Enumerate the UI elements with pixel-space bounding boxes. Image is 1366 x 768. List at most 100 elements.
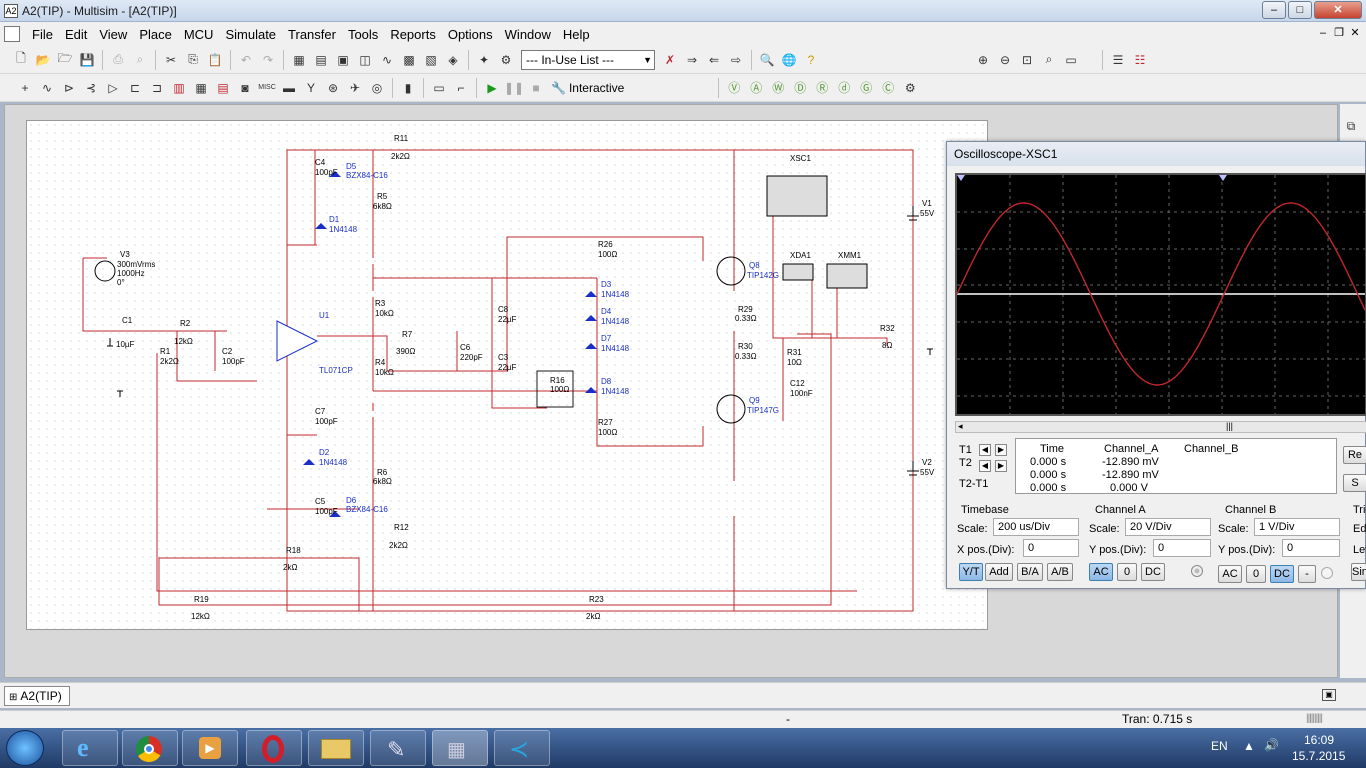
probe-current-icon[interactable]: Ⓐ bbox=[750, 81, 763, 95]
menu-file[interactable]: File bbox=[32, 26, 53, 42]
source-icon[interactable]: + bbox=[21, 80, 29, 95]
add-button[interactable]: Add bbox=[985, 563, 1013, 581]
indicator-icon[interactable]: ◙ bbox=[241, 80, 249, 95]
menu-mcu[interactable]: MCU bbox=[183, 26, 214, 42]
scroll-left-icon[interactable]: ◂ bbox=[958, 421, 963, 431]
menu-reports[interactable]: Reports bbox=[390, 26, 436, 42]
misc-icon[interactable]: MISC bbox=[258, 84, 276, 91]
menu-options[interactable]: Options bbox=[447, 26, 493, 42]
probe-settings-icon[interactable]: ⚙ bbox=[904, 80, 916, 95]
chrome-icon[interactable] bbox=[122, 730, 178, 766]
channel-b-dc-button[interactable]: DC bbox=[1270, 565, 1294, 583]
cursor-t1-marker[interactable] bbox=[957, 175, 965, 181]
probe-dc-icon[interactable]: Ⓒ bbox=[882, 81, 895, 95]
clock-date[interactable]: 15.7.2015 bbox=[1292, 749, 1346, 763]
time-scrollbar[interactable]: ◂ ||| bbox=[955, 421, 1366, 433]
channel-b-zero-button[interactable]: 0 bbox=[1246, 565, 1266, 583]
channel-a-scale-field[interactable]: 20 V/Div bbox=[1125, 518, 1211, 536]
menu-view[interactable]: View bbox=[99, 26, 128, 42]
database-icon[interactable]: ▣ bbox=[337, 52, 349, 67]
scroll-thumb-icon[interactable]: ||| bbox=[1226, 421, 1234, 431]
print-icon[interactable]: ⎙ bbox=[113, 52, 123, 66]
description-box-icon[interactable]: ▧ bbox=[425, 52, 437, 67]
language-indicator[interactable]: EN bbox=[1211, 739, 1228, 753]
scope-screen[interactable] bbox=[955, 173, 1366, 416]
multisim-taskbar-icon[interactable]: ▦ bbox=[432, 730, 488, 766]
schematic-sheet[interactable]: R11 2k2Ω C4 100pF D5 BZX84-C16 R5 6k8Ω D… bbox=[26, 120, 988, 630]
erc-icon[interactable]: ✗ bbox=[664, 52, 676, 67]
menu-window[interactable]: Window bbox=[504, 26, 551, 42]
channel-b-invert-button[interactable]: - bbox=[1298, 565, 1316, 583]
probe-diff-icon[interactable]: Ⓓ bbox=[794, 81, 807, 95]
copy-icon[interactable]: ⎘ bbox=[188, 52, 198, 66]
misc-digital-icon[interactable]: ▦ bbox=[195, 80, 207, 95]
education-web-icon[interactable]: 🌐 bbox=[781, 52, 797, 67]
ttl-icon[interactable]: ⊏ bbox=[129, 80, 141, 95]
explorer-icon[interactable] bbox=[308, 730, 364, 766]
breadboard-icon[interactable]: ▩ bbox=[403, 52, 415, 67]
design-toolbox-icon[interactable]: ▦ bbox=[293, 52, 305, 67]
channel-a-ac-button[interactable]: AC bbox=[1089, 563, 1113, 581]
channel-a-dc-button[interactable]: DC bbox=[1141, 563, 1165, 581]
basic-icon[interactable]: ∿ bbox=[41, 80, 53, 95]
transistor-icon[interactable]: ⊰ bbox=[85, 80, 97, 95]
channel-b-radio[interactable] bbox=[1321, 567, 1333, 579]
trigger-single-button[interactable]: Sin bbox=[1351, 563, 1366, 581]
channel-a-ypos-field[interactable]: 0 bbox=[1153, 539, 1211, 557]
probe-voltage-icon[interactable]: Ⓥ bbox=[728, 81, 741, 95]
mdi-close-button[interactable]: ✕ bbox=[1350, 27, 1360, 39]
diode-icon[interactable]: ⊳ bbox=[63, 80, 75, 95]
tray-up-arrow-icon[interactable]: ▲ bbox=[1243, 739, 1255, 753]
print-preview-icon[interactable]: ⌕ bbox=[136, 52, 144, 66]
start-button[interactable] bbox=[6, 730, 44, 766]
close-button[interactable]: ✕ bbox=[1314, 1, 1362, 19]
notes-icon[interactable]: ✎ bbox=[370, 730, 426, 766]
open-folder-icon[interactable]: 🗁 bbox=[57, 51, 73, 65]
paste-icon[interactable]: 📋 bbox=[207, 52, 223, 67]
ba-button[interactable]: B/A bbox=[1017, 563, 1043, 581]
menu-simulate[interactable]: Simulate bbox=[225, 26, 277, 42]
transfer-icon[interactable]: ⇨ bbox=[730, 52, 742, 67]
cursor-t2-marker[interactable] bbox=[1219, 175, 1227, 181]
app-icon-blue[interactable]: ≺ bbox=[494, 730, 550, 766]
save-button[interactable]: S bbox=[1343, 474, 1366, 492]
ab-button[interactable]: A/B bbox=[1047, 563, 1073, 581]
postprocessor-icon[interactable]: ∿ bbox=[381, 52, 393, 67]
hierarchical-block-icon[interactable]: ▭ bbox=[433, 80, 445, 95]
connectors-icon[interactable]: ◎ bbox=[371, 80, 383, 95]
new-icon[interactable]: 🗋 bbox=[16, 51, 26, 65]
probe-digital-icon[interactable]: ⓓ bbox=[838, 81, 851, 95]
schematic-diagram[interactable]: R11 2k2Ω C4 100pF D5 BZX84-C16 R5 6k8Ω D… bbox=[27, 121, 989, 631]
channel-b-ac-button[interactable]: AC bbox=[1218, 565, 1242, 583]
channel-b-scale-field[interactable]: 1 V/Div bbox=[1254, 518, 1340, 536]
menu-edit[interactable]: Edit bbox=[64, 26, 88, 42]
t2-left-arrow-icon[interactable]: ◀ bbox=[979, 460, 991, 472]
electromechanical-icon[interactable]: ⊛ bbox=[327, 80, 339, 95]
3d-view-icon[interactable]: ◈ bbox=[448, 52, 458, 67]
advanced-peripherals-icon[interactable]: ▬ bbox=[283, 80, 295, 95]
forward-annotate-icon[interactable]: ⇒ bbox=[686, 52, 698, 67]
zoom-area-icon[interactable]: ⊡ bbox=[1021, 52, 1033, 67]
cmos-icon[interactable]: ⊐ bbox=[151, 80, 163, 95]
rulebook-icon[interactable]: ⚙ bbox=[500, 52, 512, 67]
probe-ref-icon[interactable]: Ⓡ bbox=[816, 81, 829, 95]
find-examples-icon[interactable]: 🔍 bbox=[759, 52, 775, 67]
t1-right-arrow-icon[interactable]: ▶ bbox=[995, 444, 1007, 456]
menu-help[interactable]: Help bbox=[562, 26, 590, 42]
clock-time[interactable]: 16:09 bbox=[1304, 733, 1335, 747]
probe-global-icon[interactable]: Ⓖ bbox=[860, 81, 873, 95]
grapher-icon[interactable]: ◫ bbox=[359, 52, 371, 67]
tab-a2-tip[interactable]: ⊞A2(TIP) bbox=[4, 686, 70, 706]
channel-b-ypos-field[interactable]: 0 bbox=[1282, 539, 1340, 557]
interactive-analysis-button[interactable]: 🔧 Interactive bbox=[551, 80, 625, 95]
reverse-button[interactable]: Re bbox=[1343, 446, 1366, 464]
open-icon[interactable]: 📂 bbox=[35, 52, 51, 67]
redo-icon[interactable]: ↷ bbox=[262, 52, 274, 67]
t2-right-arrow-icon[interactable]: ▶ bbox=[995, 460, 1007, 472]
mdi-restore-button[interactable]: ❐ bbox=[1334, 27, 1344, 39]
channel-a-zero-button[interactable]: 0 bbox=[1117, 563, 1137, 581]
pause-icon[interactable]: ❚❚ bbox=[503, 80, 525, 95]
menu-place[interactable]: Place bbox=[139, 26, 172, 42]
maximize-button[interactable]: □ bbox=[1288, 1, 1312, 19]
volume-icon[interactable]: 🔊 bbox=[1264, 738, 1279, 752]
